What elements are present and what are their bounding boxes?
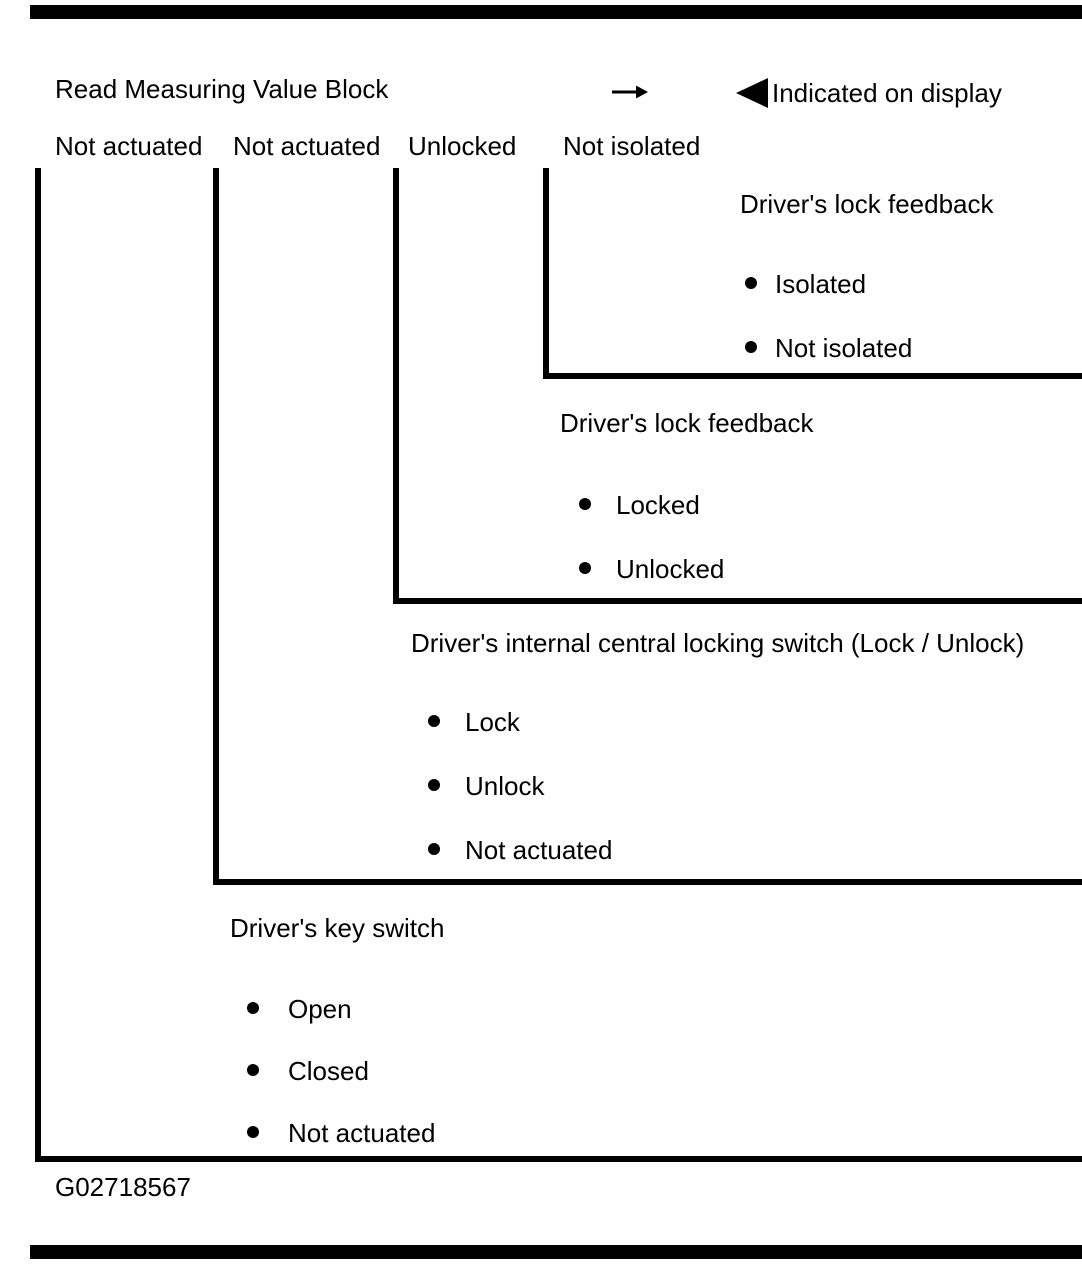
bullet-dot — [247, 1064, 259, 1076]
bullet-dot — [428, 715, 440, 727]
displayed-value-4: Not isolated — [563, 131, 701, 161]
option-unlocked: Unlocked — [616, 554, 725, 584]
section-label-key-switch: Driver's key switch — [230, 913, 445, 943]
bracket-3-vertical — [393, 168, 399, 604]
bullet-dot — [247, 1002, 259, 1014]
bracket-1-vertical — [35, 168, 41, 1162]
bracket-3-horizontal — [393, 598, 1082, 604]
bullet-dot — [579, 562, 591, 574]
bullet-dot — [745, 277, 757, 289]
right-arrow-icon — [612, 85, 648, 99]
displayed-value-2: Not actuated — [233, 131, 381, 161]
section-label-lock-feedback: Driver's lock feedback — [560, 408, 814, 438]
option-open: Open — [288, 994, 352, 1024]
bullet-dot — [428, 843, 440, 855]
option-not-actuated-switch: Not actuated — [465, 835, 613, 865]
displayed-value-1: Not actuated — [55, 131, 203, 161]
option-closed: Closed — [288, 1056, 369, 1086]
option-unlock: Unlock — [465, 771, 545, 801]
top-rule — [30, 5, 1082, 19]
bracket-2-horizontal — [213, 879, 1082, 885]
bullet-dot — [579, 498, 591, 510]
option-lock: Lock — [465, 707, 520, 737]
bracket-4-horizontal — [543, 373, 1082, 379]
bullet-dot — [745, 341, 757, 353]
section-label-central-locking-switch: Driver's internal central locking switch… — [411, 628, 1025, 658]
option-not-actuated-key: Not actuated — [288, 1118, 436, 1148]
page-title: Read Measuring Value Block — [55, 74, 389, 104]
section-label-lock-feedback-isolation: Driver's lock feedback — [740, 189, 994, 219]
bracket-2-vertical — [213, 168, 219, 885]
left-solid-triangle-icon — [736, 78, 768, 108]
bullet-dot — [247, 1126, 259, 1138]
displayed-value-3: Unlocked — [408, 131, 517, 161]
bottom-rule — [30, 1245, 1082, 1259]
option-isolated: Isolated — [775, 269, 867, 299]
option-not-isolated: Not isolated — [775, 333, 913, 363]
bracket-1-horizontal — [35, 1156, 1082, 1162]
bracket-4-vertical — [543, 168, 549, 379]
figure-id: G02718567 — [55, 1172, 191, 1202]
option-locked: Locked — [616, 490, 700, 520]
bullet-dot — [428, 779, 440, 791]
display-note-label: Indicated on display — [772, 78, 1002, 108]
